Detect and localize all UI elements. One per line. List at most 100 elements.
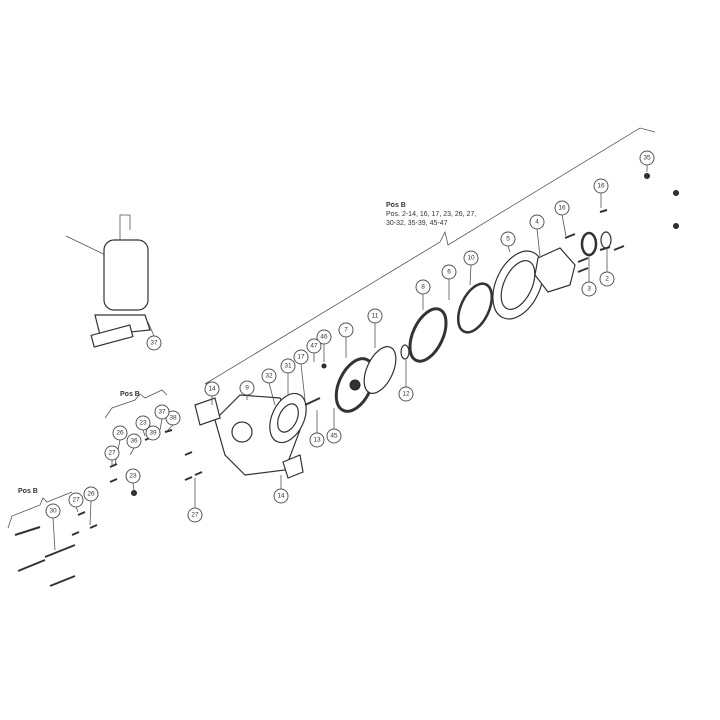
callout-circle: [599, 271, 615, 287]
callout-number: 11: [372, 313, 379, 320]
sub-bracket: [104, 389, 168, 419]
callout-circle: [529, 214, 545, 230]
callout-number: 7: [344, 327, 348, 334]
callout-number: 14: [208, 386, 216, 393]
callout-number: 38: [169, 415, 177, 422]
callout-circle: [135, 415, 151, 431]
sub-label: Pos B: [120, 391, 140, 398]
callout-number: 14: [277, 493, 285, 500]
leader-line: [142, 429, 146, 437]
callout-3: 3: [581, 256, 597, 297]
leader-line: [89, 500, 92, 526]
callout-6: 6: [441, 264, 457, 300]
callout-circle: [261, 368, 277, 384]
callout-circle: [554, 200, 570, 216]
callout-circle: [398, 386, 414, 402]
callout-circle: [293, 349, 309, 365]
bolts: [14, 209, 625, 587]
callout-circle: [239, 380, 255, 396]
leader-line: [75, 506, 79, 513]
callout-13: 13: [309, 410, 325, 448]
leader-line: [300, 363, 306, 401]
callout-number: 46: [320, 334, 328, 341]
callout-number: 27: [108, 450, 116, 457]
leader-line: [129, 447, 135, 456]
callout-circle: [316, 329, 332, 345]
callout-circle: [639, 150, 655, 166]
leader-line: [536, 228, 541, 257]
callout-27: 27: [187, 478, 203, 523]
callout-number: 26: [87, 491, 95, 498]
seal-3: [580, 231, 598, 257]
callout-number: 32: [265, 373, 273, 380]
callout-number: 39: [149, 430, 157, 437]
callout-26: 26: [83, 486, 99, 526]
callout-7: 7: [338, 322, 354, 358]
group-note-line: Pos. 2-14, 16, 17, 23, 26, 27,: [386, 211, 477, 218]
callout-circle: [306, 338, 322, 354]
callout-number: 17: [297, 354, 305, 361]
leader-line: [132, 482, 135, 491]
callout-26: 26: [112, 425, 128, 466]
callout-number: 45: [330, 433, 338, 440]
callout-circle: [338, 322, 354, 338]
callout-number: 16: [597, 183, 605, 190]
callout-number: 3: [587, 286, 591, 293]
callout-11: 11: [367, 308, 383, 348]
callout-circle: [581, 281, 597, 297]
callout-number: 2: [605, 276, 609, 283]
plate-8: [408, 307, 448, 363]
callout-circle: [126, 433, 142, 449]
callout-circle: [326, 428, 342, 444]
callout-17: 17: [293, 349, 309, 401]
callout-number: 10: [467, 255, 475, 262]
callout-circle: [273, 488, 289, 504]
callout-circle: [463, 250, 479, 266]
callout-circle: [104, 445, 120, 461]
callout-number: 12: [402, 391, 410, 398]
callout-number: 47: [310, 343, 318, 350]
callout-number: 4: [535, 219, 539, 226]
callout-number: 35: [643, 155, 651, 162]
group-note-title: Pos B: [386, 202, 406, 209]
callout-circle: [441, 264, 457, 280]
callout-circle: [367, 308, 383, 324]
small-parts: [131, 173, 679, 496]
callout-circle: [593, 178, 609, 194]
group-note-line: 30-32, 35-39, 45-47: [386, 220, 448, 227]
callout-number: 13: [313, 437, 321, 444]
callout-number: 27: [191, 512, 199, 519]
callout-4: 4: [529, 214, 545, 257]
callout-number: 36: [130, 438, 138, 445]
callout-circle: [415, 279, 431, 295]
callout-14: 14: [204, 381, 220, 405]
callout-number: 16: [558, 205, 566, 212]
callout-number: 23: [129, 473, 137, 480]
callout-47: 47: [306, 338, 322, 362]
callout-circle: [309, 432, 325, 448]
leader-line: [268, 382, 276, 406]
leader-line: [469, 264, 472, 286]
callout-37: 37: [146, 321, 162, 351]
callout-27: 27: [104, 445, 120, 465]
callout-circle: [112, 425, 128, 441]
callout-circle: [83, 486, 99, 502]
callout-31: 31: [280, 358, 296, 395]
callout-number: 37: [158, 409, 166, 416]
callout-23: 23: [135, 415, 151, 437]
callout-number: 9: [245, 385, 249, 392]
callout-35: 35: [639, 150, 655, 172]
callout-circle: [154, 404, 170, 420]
callout-16: 16: [554, 200, 570, 237]
leader-line: [147, 321, 155, 337]
callout-number: 26: [116, 430, 124, 437]
sub-bracket: [7, 491, 73, 529]
callout-number: 37: [150, 340, 158, 347]
callout-46: 46: [316, 329, 332, 362]
callout-number: 31: [284, 363, 292, 370]
callout-circle: [45, 503, 61, 519]
sub-label: Pos B: [18, 488, 38, 495]
leader-line: [507, 245, 511, 253]
callout-37: 37: [154, 404, 170, 431]
callout-10: 10: [463, 250, 479, 286]
